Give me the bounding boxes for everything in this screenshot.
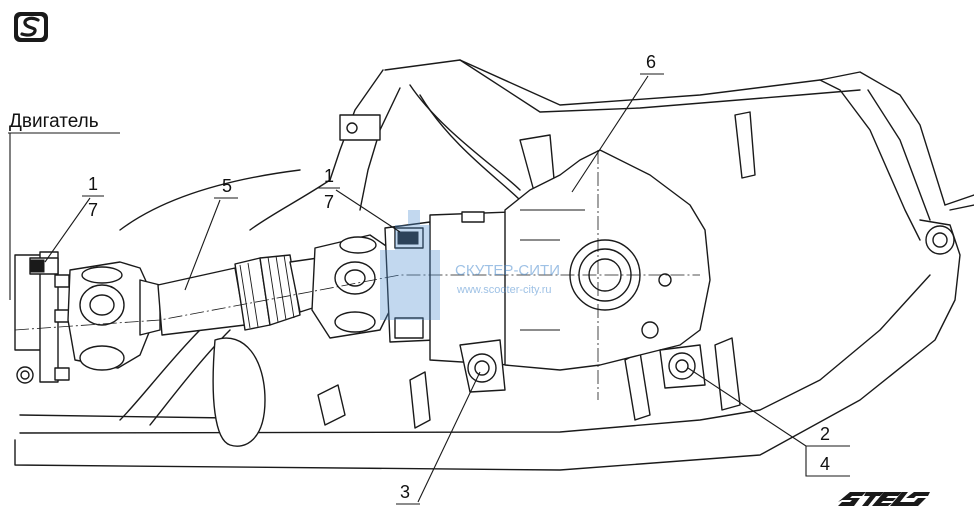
callout-6-label: 6: [646, 52, 656, 72]
callout-6: 6: [571, 52, 664, 193]
callout-1-left: 1: [88, 174, 98, 194]
watermark-url: www.scooter-city.ru: [456, 284, 552, 296]
callout-3: 3: [396, 371, 481, 505]
callout-1-right: 1: [324, 166, 334, 186]
callout-7-right: 7: [324, 192, 334, 212]
watermark: СКУТЕР-СИТИ www.scooter-city.ru: [380, 210, 560, 320]
callout-1-7-right: 1 7: [318, 166, 401, 233]
final-drive-housing: [384, 149, 711, 393]
frame-brackets: [212, 111, 756, 447]
engine-flange: [14, 251, 70, 384]
front-universal-joint: [67, 261, 161, 371]
callout-5-label: 5: [222, 176, 232, 196]
callout-5: 5: [184, 176, 238, 291]
callout-2-label: 2: [820, 424, 830, 444]
watermark-title: СКУТЕР-СИТИ: [455, 262, 560, 279]
engine-label: Двигатель: [9, 111, 99, 132]
engine-label-group: Двигатель: [8, 111, 120, 300]
callout-4-label: 4: [820, 454, 830, 474]
callout-1-7-left: 1 7: [44, 174, 104, 263]
brand-logo-top-left: [14, 12, 48, 42]
callout-3-label: 3: [400, 482, 410, 502]
rear-universal-joint: [311, 234, 396, 339]
callout-2-4: 2 4: [687, 367, 850, 477]
callout-7-left: 7: [88, 200, 98, 220]
stels-logo: [838, 492, 930, 506]
drive-axis-centerline: [14, 274, 700, 331]
frame: [14, 59, 974, 471]
driveshaft: [157, 254, 323, 336]
